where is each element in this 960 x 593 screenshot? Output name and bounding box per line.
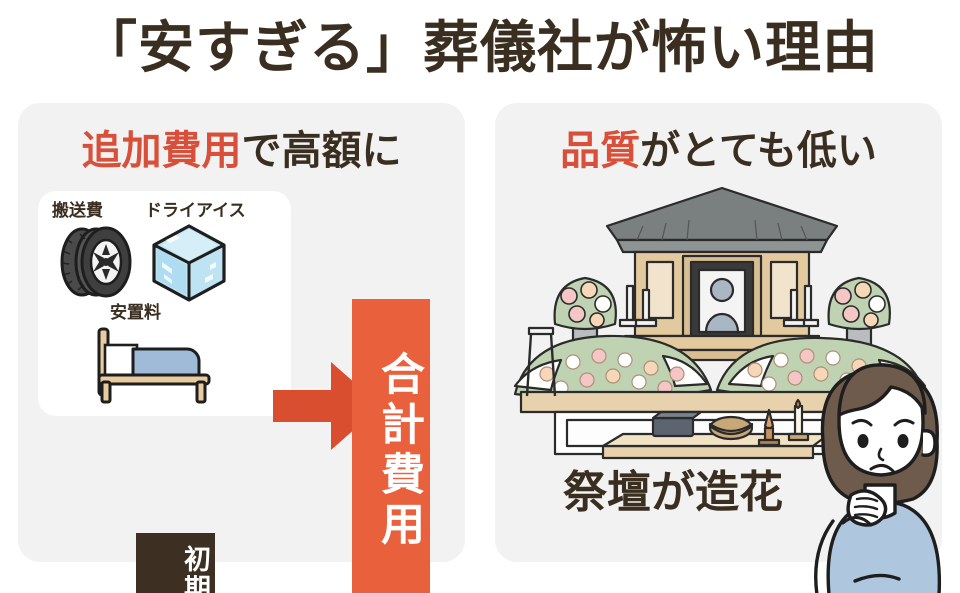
cost-label-dryice: ドライアイス: [145, 201, 246, 220]
panel-left-heading-rest: で高額に: [241, 129, 402, 173]
bar-initial-cost: 初期: [136, 533, 215, 593]
cost-label-transport: 搬送費: [52, 201, 103, 220]
panel-left-heading-highlight: 追加費用: [81, 129, 242, 173]
panel-additional-cost: 追加費用で高額に 搬送費 ドライアイス 安置料: [18, 103, 465, 593]
bar-total-label: 合計費用: [374, 351, 423, 551]
panel-right-heading-rest: がとても低い: [640, 129, 877, 173]
cost-label-storage: 安置料: [110, 303, 161, 322]
tire-icon: [60, 226, 132, 298]
cost-items-card: 搬送費 ドライアイス 安置料: [38, 191, 291, 416]
panel-right-heading: 品質がとても低い: [495, 125, 942, 177]
panel-right-caption: 祭壇が造花: [563, 468, 783, 517]
bar-initial-label: 初期: [180, 545, 210, 593]
page-title: 「安すぎる」葬儀社が怖い理由: [81, 16, 879, 79]
worried-woman-illustration: [814, 363, 942, 593]
bar-total-cost: 合計費用: [352, 299, 430, 593]
panel-left-heading: 追加費用で高額に: [18, 125, 465, 177]
funeral-altar-illustration: [513, 186, 927, 460]
ice-cube-icon: [152, 224, 226, 302]
bed-icon: [97, 327, 211, 404]
panel-right-heading-highlight: 品質: [560, 129, 641, 173]
